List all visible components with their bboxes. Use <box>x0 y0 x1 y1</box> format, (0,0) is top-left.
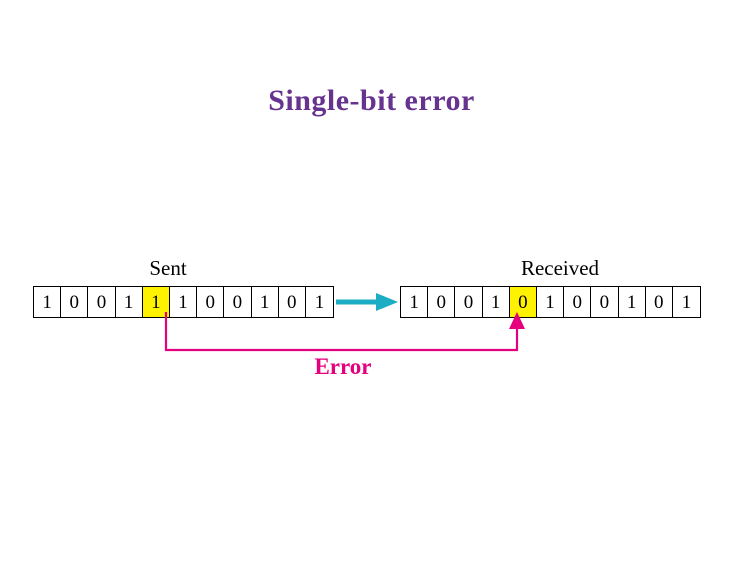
sent-bit-7: 0 <box>224 287 252 317</box>
received-bit-1: 0 <box>428 287 456 317</box>
received-bit-2: 0 <box>455 287 483 317</box>
received-bit-7: 0 <box>591 287 619 317</box>
sent-bit-3: 1 <box>115 287 143 317</box>
received-bit-4: 0 <box>509 287 537 317</box>
sent-bit-0: 1 <box>34 287 62 317</box>
received-bit-0: 1 <box>401 287 429 317</box>
sent-bit-6: 0 <box>197 287 225 317</box>
sent-bit-8: 1 <box>251 287 279 317</box>
transmission-arrow-icon <box>336 293 398 311</box>
received-bit-10: 1 <box>672 287 701 317</box>
received-caption: Received <box>520 256 600 280</box>
sent-caption: Sent <box>149 256 187 280</box>
sent-bit-1: 0 <box>61 287 89 317</box>
received-bit-3: 1 <box>482 287 510 317</box>
page-title: Single-bit error <box>268 84 475 117</box>
sent-bit-9: 0 <box>278 287 306 317</box>
received-bit-9: 0 <box>645 287 673 317</box>
error-label: Error <box>314 354 372 379</box>
received-bit-5: 1 <box>536 287 565 317</box>
received-bit-8: 1 <box>618 287 646 317</box>
sent-bit-2: 0 <box>88 287 116 317</box>
error-connector-arrow-icon <box>164 312 525 352</box>
sent-bit-10: 1 <box>305 287 334 317</box>
received-bit-6: 0 <box>564 287 592 317</box>
sent-bit-5: 1 <box>169 287 198 317</box>
